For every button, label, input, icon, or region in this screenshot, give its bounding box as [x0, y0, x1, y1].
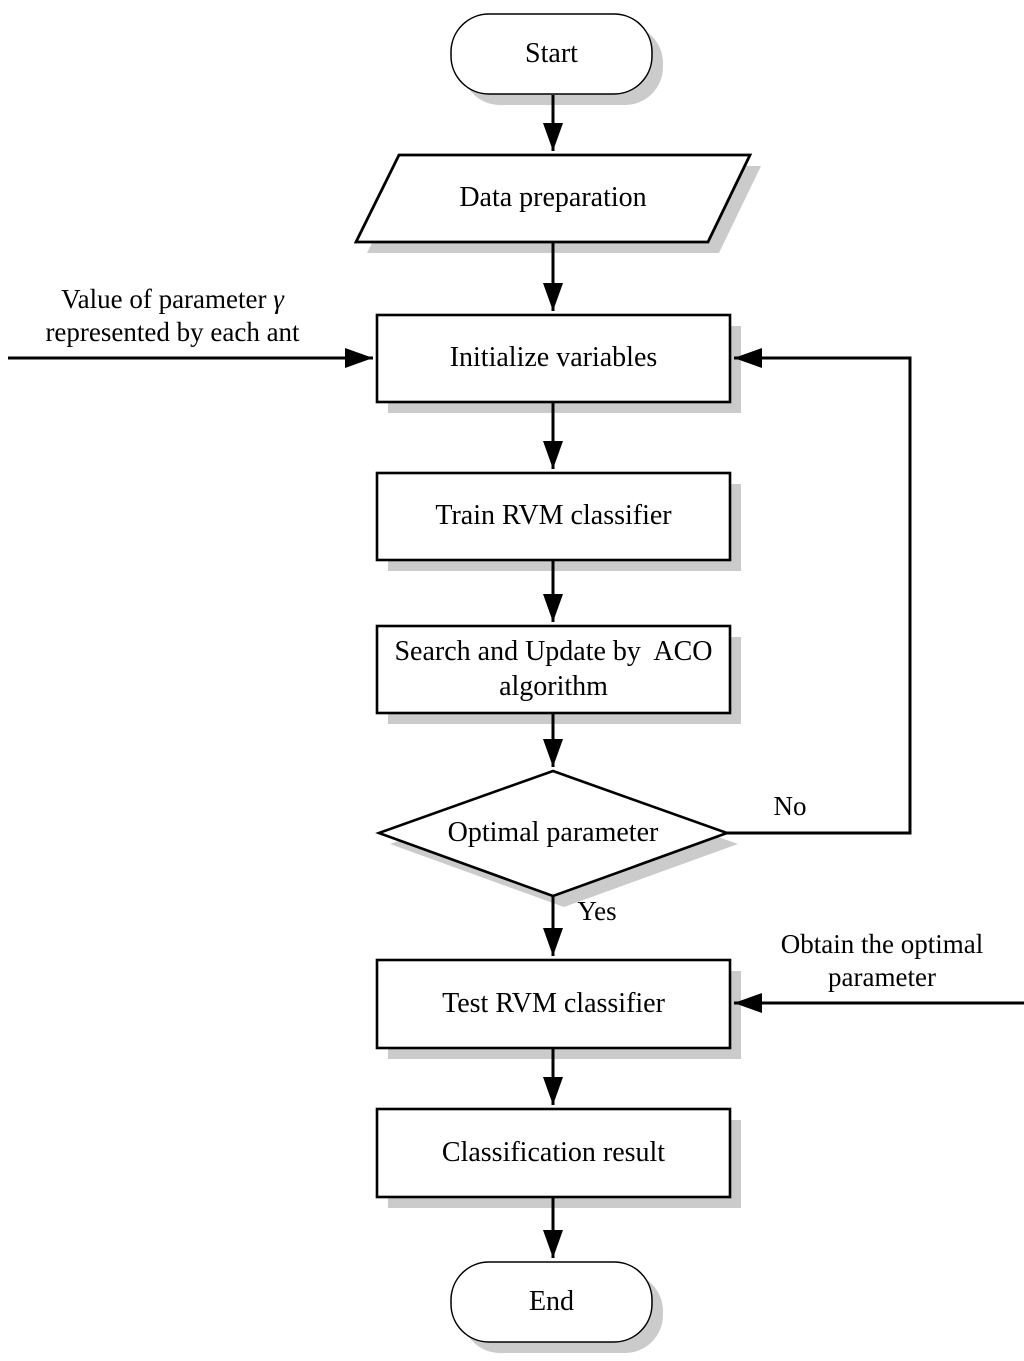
- edge-decision-no-loop-to-initialize: [727, 348, 912, 835]
- end-terminator-shape: [450, 1261, 653, 1343]
- search-update-aco-process-shape: [375, 624, 732, 715]
- flow-connectors: [8, 95, 1024, 1258]
- test-rvm-process-shape: [375, 958, 732, 1050]
- train-rvm-process-shape: [375, 471, 732, 562]
- data-preparation-parallelogram-shape: [353, 153, 753, 244]
- start-terminator-shape: [450, 13, 653, 95]
- optimal-parameter-decision-shape: [375, 769, 731, 898]
- initialize-variables-process-shape: [375, 313, 732, 404]
- classification-result-process-shape: [375, 1107, 732, 1199]
